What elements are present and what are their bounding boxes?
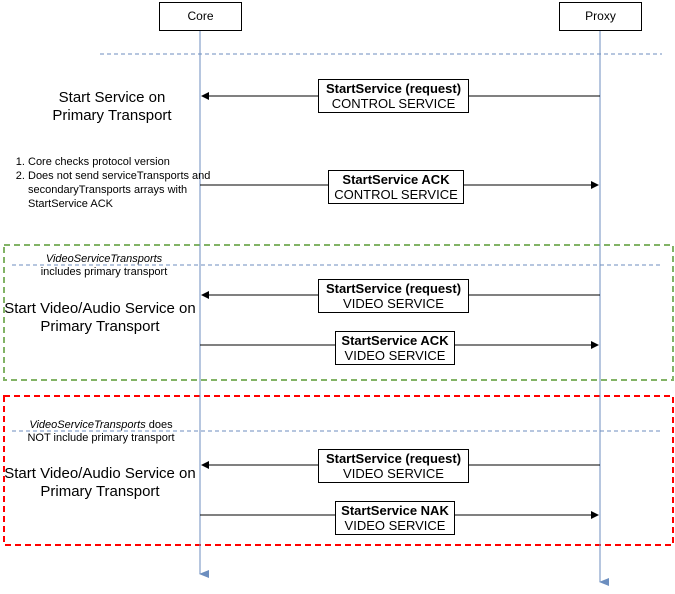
message-start-service-request-video-1: StartService (request) VIDEO SERVICE — [318, 279, 469, 313]
message-start-service-request-control: StartService (request) CONTROL SERVICE — [318, 79, 469, 113]
section2-label: Start Video/Audio Service on Primary Tra… — [4, 300, 196, 335]
message-start-service-request-video-2: StartService (request) VIDEO SERVICE — [318, 449, 469, 483]
step-item: Does not send serviceTransports and seco… — [28, 169, 218, 211]
green-section-frame — [3, 244, 674, 381]
section1-label: Start Service on Primary Transport — [52, 89, 172, 124]
message-start-service-ack-control: StartService ACK CONTROL SERVICE — [328, 170, 464, 204]
message-start-service-nak-video: StartService NAK VIDEO SERVICE — [335, 501, 455, 535]
proxy-actor: Proxy — [559, 2, 642, 31]
section3-label: Start Video/Audio Service on Primary Tra… — [4, 465, 196, 500]
red-section-frame — [3, 395, 674, 546]
message-start-service-ack-video: StartService ACK VIDEO SERVICE — [335, 331, 455, 365]
section2-note: VideoServiceTransports includes primary … — [40, 253, 168, 278]
core-actor: Core — [159, 2, 242, 31]
section3-note: VideoServiceTransports does NOT include … — [27, 419, 175, 444]
core-steps-list: Core checks protocol version Does not se… — [14, 155, 218, 211]
step-item: Core checks protocol version — [28, 155, 218, 169]
